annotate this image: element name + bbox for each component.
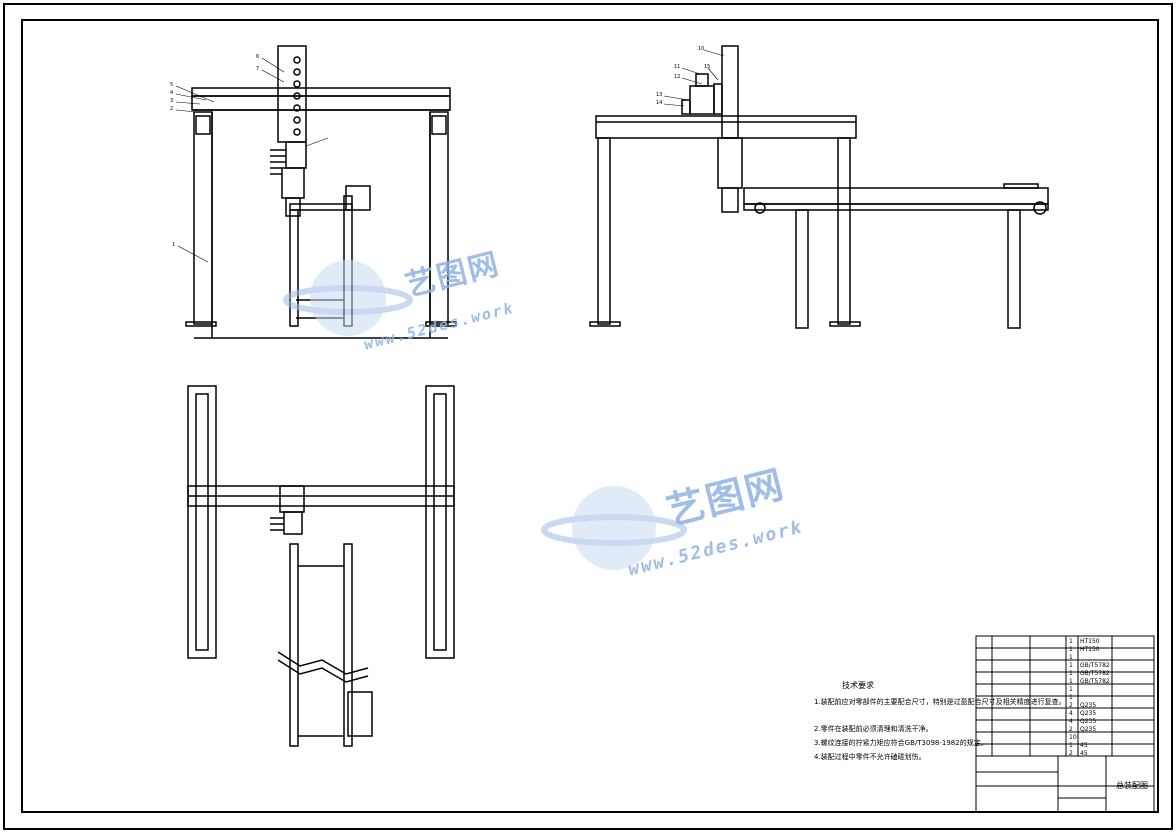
drawing-title: 总装配图 xyxy=(1116,781,1148,790)
bom-material: 45 xyxy=(1080,750,1088,757)
bom-qty: 1 xyxy=(1069,662,1073,669)
callout-12: 12 xyxy=(674,74,681,80)
technical-requirement-1: 1.装配前应对零部件的主要配合尺寸，特别是过盈配合尺寸及相关精度进行复查。 xyxy=(814,698,1066,706)
bom-material: Q235 xyxy=(1080,718,1097,725)
callout-7: 7 xyxy=(256,66,260,72)
bom-material: GB/T5782 xyxy=(1080,662,1110,669)
bom-material: GB/T5782 xyxy=(1080,670,1110,677)
technical-requirements-title: 技术要求 xyxy=(842,681,874,690)
callout-1: 1 xyxy=(172,242,176,248)
watermark-globe-1 xyxy=(283,260,413,336)
bom-qty: 2 xyxy=(1069,702,1073,709)
bom-qty: 1 xyxy=(1069,686,1073,693)
bom-qty: 10 xyxy=(1069,734,1077,741)
bom-qty: 1 xyxy=(1069,646,1073,653)
callout-5: 5 xyxy=(170,82,174,88)
top-view xyxy=(187,385,455,747)
bom-qty: 4 xyxy=(1069,710,1073,717)
callout-6: 6 xyxy=(256,54,260,60)
callout-4: 4 xyxy=(170,90,174,96)
outer-border xyxy=(3,3,1173,830)
bom-qty: 1 xyxy=(1069,678,1073,685)
bom-material: GB/T5782 xyxy=(1080,678,1110,685)
callout-13: 13 xyxy=(656,92,663,98)
side-callout-leaders xyxy=(663,49,725,107)
callout-14: 14 xyxy=(656,100,663,106)
callout-15: 15 xyxy=(704,64,711,70)
callout-3: 3 xyxy=(170,98,174,104)
bom-material: Q235 xyxy=(1080,710,1097,717)
callout-2: 2 xyxy=(170,106,174,112)
watermark-globe-2 xyxy=(541,486,687,570)
bom-material: 45 xyxy=(1080,742,1088,749)
title-block xyxy=(975,635,1155,813)
technical-requirement-4: 4.装配过程中零件不允许磕碰划伤。 xyxy=(814,753,926,761)
callout-11: 11 xyxy=(674,64,681,70)
side-view xyxy=(589,45,1049,329)
bom-qty: 1 xyxy=(1069,694,1073,701)
inner-border xyxy=(21,19,1159,813)
bom-qty: 4 xyxy=(1069,718,1073,725)
bom-qty: 1 xyxy=(1069,742,1073,749)
bom-qty: 1 xyxy=(1069,670,1073,677)
bom-material: Q235 xyxy=(1080,702,1097,709)
bom-qty: 2 xyxy=(1069,726,1073,733)
bom-qty: 1 xyxy=(1069,638,1073,645)
bom-qty: 2 xyxy=(1069,750,1073,757)
front-callout-leaders xyxy=(175,57,329,263)
bom-material: Q235 xyxy=(1080,726,1097,733)
bom-material: HT150 xyxy=(1080,638,1100,645)
technical-requirement-2: 2.零件在装配前必须清理和清洗干净。 xyxy=(814,725,933,733)
technical-requirement-3: 3.螺纹连接的拧紧力矩应符合GB/T3098-1982的规定。 xyxy=(814,739,988,747)
callout-10: 10 xyxy=(698,46,705,52)
bom-material: HT150 xyxy=(1080,646,1100,653)
bom-qty: 1 xyxy=(1069,654,1073,661)
